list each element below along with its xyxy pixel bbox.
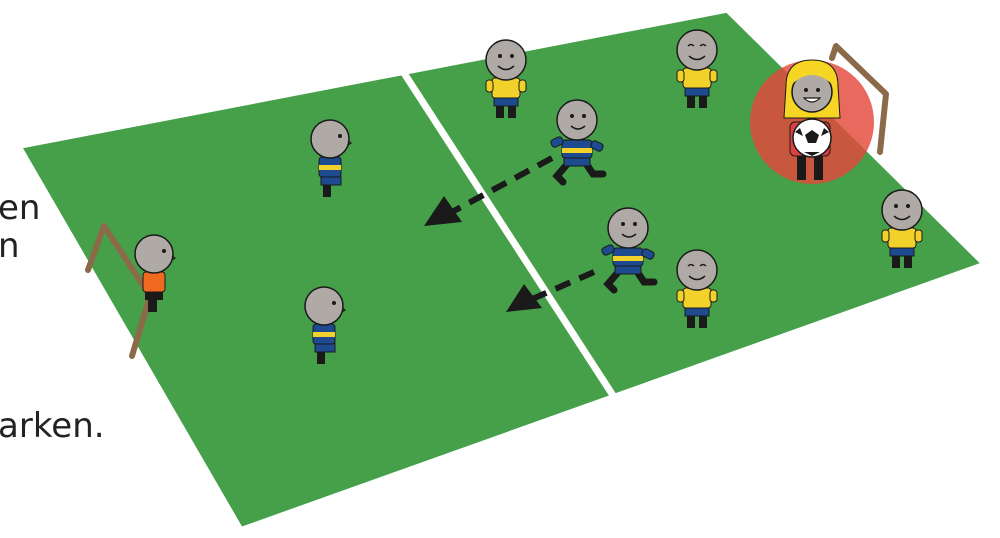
pitch-diagram [0,0,1000,538]
